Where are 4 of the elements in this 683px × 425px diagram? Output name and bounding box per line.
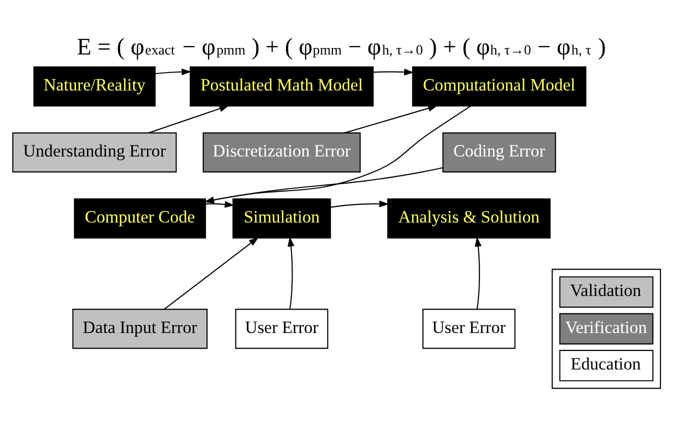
diagram-title: E = ( φexact − φpmm ) + ( φpmm − φh, τ→0 ) + ( φh, τ→0 − φh, τ ): [76, 34, 606, 61]
legend-label: Education: [570, 354, 641, 374]
legend-label: Verification: [565, 318, 647, 337]
legend-label: Validation: [570, 281, 642, 300]
